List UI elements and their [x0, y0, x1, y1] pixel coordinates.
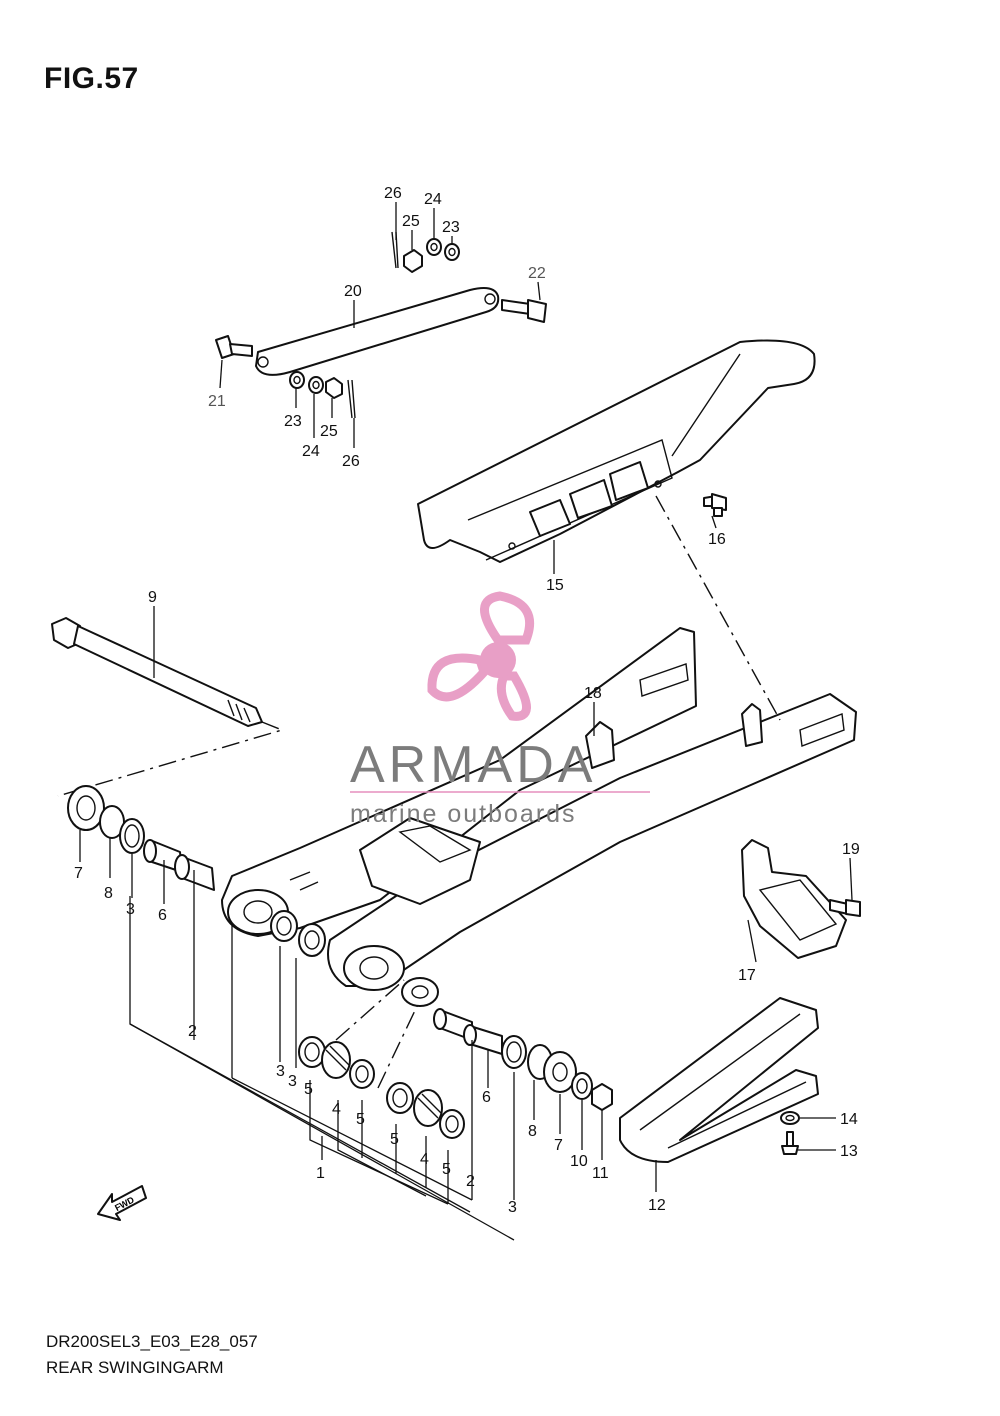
armada-logo-icon — [427, 591, 535, 721]
bearings — [298, 1036, 465, 1139]
callout-5: 5 — [442, 1161, 451, 1178]
callout-26: 26 — [384, 185, 402, 202]
watermark-brand: ARMADA — [350, 736, 596, 794]
right-pivot-parts — [401, 977, 613, 1111]
callout-24: 24 — [424, 191, 442, 208]
figure-title: FIG.57 — [44, 62, 139, 95]
callout-8: 8 — [528, 1123, 537, 1140]
callout-19: 19 — [842, 841, 860, 858]
figure-name: REAR SWINGINGARM — [46, 1358, 224, 1377]
callout-12: 12 — [648, 1197, 666, 1214]
pivot-shaft — [51, 617, 263, 727]
callout-11: 11 — [592, 1165, 609, 1182]
callout-14: 14 — [840, 1111, 858, 1128]
chain-case — [417, 339, 816, 563]
callout-4: 4 — [420, 1151, 429, 1168]
callout-5: 5 — [304, 1081, 313, 1098]
callout-17: 17 — [738, 967, 756, 984]
callout-20: 20 — [344, 283, 362, 300]
callout-16: 16 — [708, 531, 726, 548]
callout-7: 7 — [554, 1137, 563, 1154]
chain-buffer — [619, 997, 819, 1163]
callout-labels: 1 2 2 3 3 3 3 4 4 5 5 5 5 6 6 7 7 8 8 9 … — [74, 185, 860, 1216]
callout-3: 3 — [126, 901, 135, 918]
watermark-tagline: marine outboards — [350, 800, 577, 828]
callout-25: 25 — [402, 213, 420, 230]
callout-9: 9 — [148, 589, 157, 606]
callout-3: 3 — [508, 1199, 517, 1216]
callout-6: 6 — [158, 907, 167, 924]
callout-15: 15 — [546, 577, 564, 594]
callout-26: 26 — [342, 453, 360, 470]
fwd-arrow-icon: FWD — [97, 1185, 147, 1221]
lower-hardware — [289, 371, 356, 419]
callout-13: 13 — [840, 1143, 858, 1160]
bolt-16 — [703, 493, 727, 517]
callout-24: 24 — [302, 443, 320, 460]
bolt-21 — [215, 335, 253, 359]
bolt-19 — [829, 899, 861, 917]
callout-8: 8 — [104, 885, 113, 902]
bolt-22 — [501, 299, 547, 323]
left-pivot-parts — [67, 785, 326, 957]
torque-link — [255, 287, 500, 376]
callout-6: 6 — [482, 1089, 491, 1106]
callout-5: 5 — [356, 1111, 365, 1128]
callout-7: 7 — [74, 865, 83, 882]
callout-22: 22 — [528, 265, 546, 282]
figure-code: DR200SEL3_E03_E28_057 — [46, 1332, 258, 1351]
leader-lines — [79, 202, 853, 1241]
callout-4: 4 — [332, 1101, 341, 1118]
chain-guard — [741, 839, 847, 959]
callout-2: 2 — [188, 1023, 197, 1040]
callout-3: 3 — [276, 1063, 285, 1080]
screw-13 — [781, 1131, 799, 1155]
callout-1: 1 — [316, 1165, 325, 1182]
callout-23: 23 — [284, 413, 302, 430]
callout-21: 21 — [208, 393, 226, 410]
upper-hardware — [391, 231, 460, 273]
callout-18: 18 — [584, 685, 602, 702]
callout-10: 10 — [570, 1153, 588, 1170]
washer-14 — [780, 1111, 800, 1125]
callout-2: 2 — [466, 1173, 475, 1190]
callout-23: 23 — [442, 219, 460, 236]
callout-3: 3 — [288, 1073, 297, 1090]
callout-5: 5 — [390, 1131, 399, 1148]
callout-25: 25 — [320, 423, 338, 440]
